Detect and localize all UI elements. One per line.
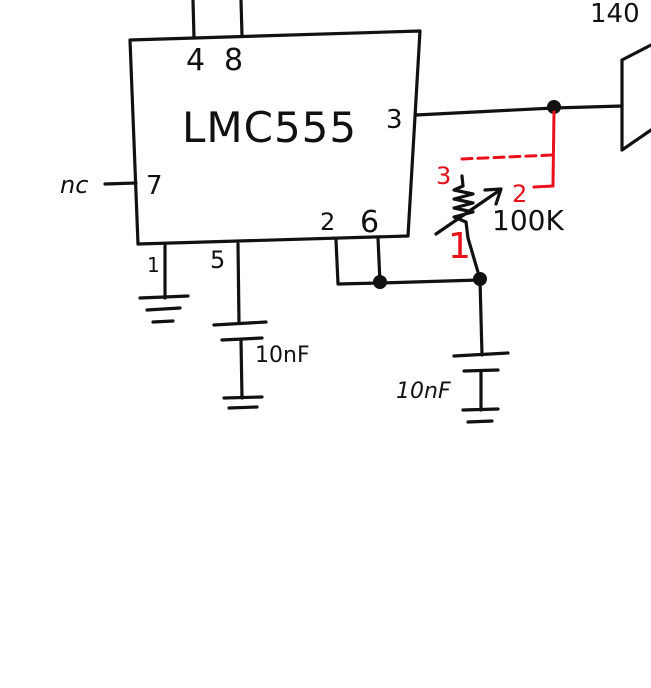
cap-timing-top-plate	[452, 351, 510, 358]
pot-value: 100K	[492, 204, 564, 237]
pot-terminal-2: 2	[512, 180, 527, 208]
pin-6-label: 6	[360, 205, 379, 240]
annotation-output-to-pot	[532, 110, 556, 189]
wire-pin4	[191, 0, 196, 40]
ground-cap-timing	[461, 407, 500, 424]
wire-pin8	[239, 0, 244, 38]
annotation-terminal3-link	[460, 153, 554, 161]
top-right-label: 140	[590, 0, 640, 29]
nc-label: nc	[60, 171, 88, 199]
pot-terminal-1: 1	[448, 226, 471, 267]
wire-pot-lower	[466, 236, 482, 281]
pin-2-label: 2	[320, 208, 335, 236]
wire-to-timing-node	[378, 278, 481, 285]
ground-pin1	[138, 294, 190, 324]
ground-cap-control	[222, 395, 264, 410]
cap-timing-value: 10nF	[396, 379, 451, 404]
wire-cap-control-ground	[239, 338, 244, 400]
chip-name: LMC555	[182, 103, 357, 152]
wire-pin2	[334, 238, 382, 286]
pin-7-label: 7	[146, 171, 163, 201]
wire-pin5	[236, 242, 241, 325]
node-output-junction	[547, 100, 561, 114]
cap-control-top-plate	[212, 320, 268, 327]
speaker-symbol	[620, 43, 651, 152]
pot-wiper-arrow	[434, 188, 502, 236]
pin-5-label: 5	[210, 246, 225, 274]
wire-pin3-output	[414, 104, 624, 117]
pin-8-label: 8	[224, 43, 243, 78]
chip-body	[128, 29, 422, 246]
pin-1-label: 1	[147, 253, 160, 277]
pin-3-label: 3	[386, 105, 403, 135]
wire-pin7	[103, 181, 138, 186]
pot-terminal-3: 3	[436, 162, 451, 190]
wire-timing-cap	[478, 278, 484, 357]
pot-arrow-head	[483, 187, 503, 206]
cap-control-value: 10nF	[255, 343, 310, 368]
pin-4-label: 4	[186, 43, 205, 78]
